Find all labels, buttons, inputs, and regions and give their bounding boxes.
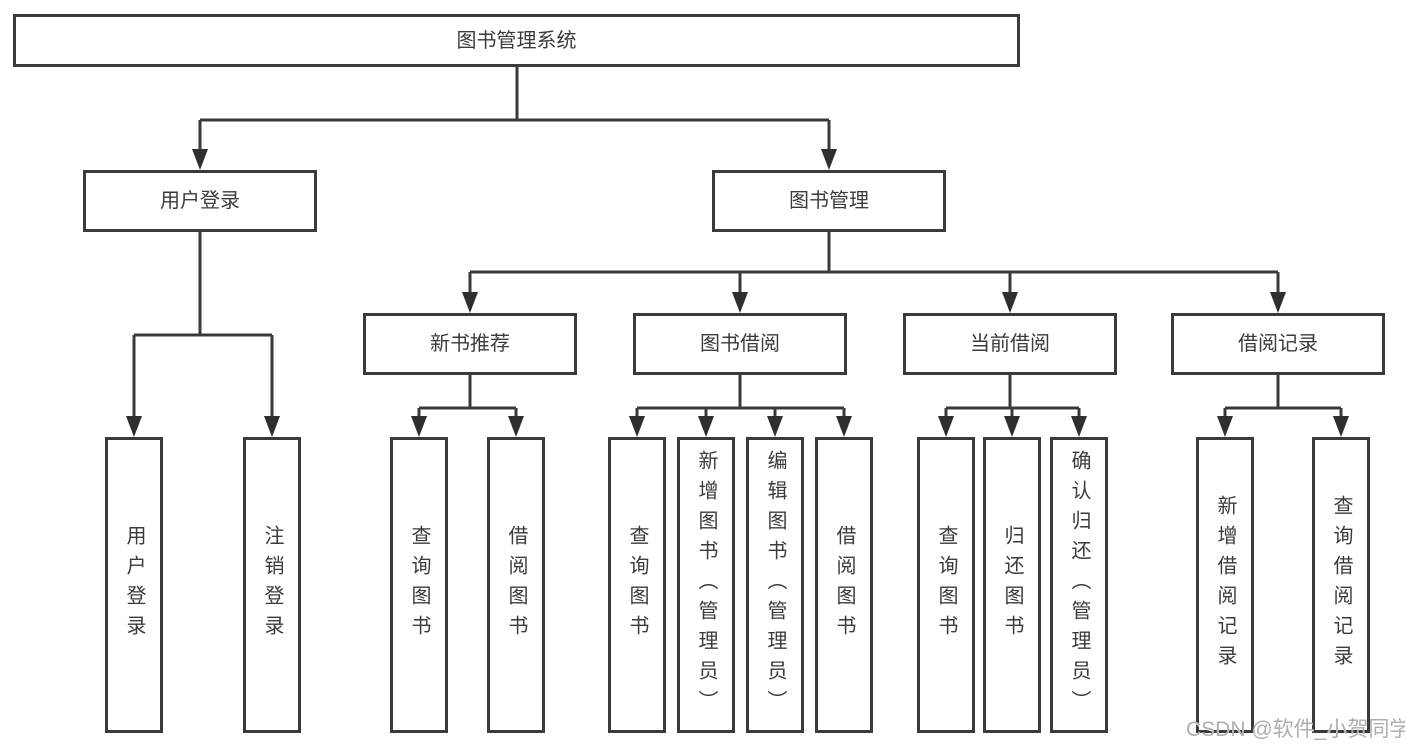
leaf-newbooks-borrow: 借阅图书	[487, 437, 545, 733]
node-label: 借阅图书	[505, 525, 527, 645]
leaf-record-add: 新增借阅记录	[1196, 437, 1254, 733]
leaf-borrow-book: 借阅图书	[815, 437, 873, 733]
node-label: 查询借阅记录	[1330, 495, 1352, 675]
leaf-borrow-query: 查询图书	[608, 437, 666, 733]
node-root-system: 图书管理系统	[13, 14, 1020, 67]
node-label: 借阅记录	[1238, 333, 1318, 355]
leaf-user-login: 用户登录	[105, 437, 163, 733]
leaf-logout: 注销登录	[243, 437, 301, 733]
leaf-current-confirm-admin: 确认归还（管理员）	[1050, 437, 1108, 733]
leaf-borrow-edit-admin: 编辑图书（管理员）	[746, 437, 804, 733]
node-label: 图书管理	[789, 190, 869, 212]
node-label: 查询图书	[408, 525, 430, 645]
node-label: 图书管理系统	[456, 29, 577, 52]
node-label: 用户登录	[160, 190, 240, 212]
node-book-borrow: 图书借阅	[633, 313, 847, 375]
node-label: 当前借阅	[970, 333, 1050, 355]
leaf-newbooks-query: 查询图书	[390, 437, 448, 733]
node-label: 新书推荐	[430, 333, 510, 355]
node-label: 查询图书	[935, 525, 957, 645]
node-label: 图书借阅	[700, 333, 780, 355]
node-label: 确认归还（管理员）	[1068, 450, 1090, 720]
node-label: 归还图书	[1001, 525, 1023, 645]
leaf-current-return: 归还图书	[983, 437, 1041, 733]
node-label: 注销登录	[261, 525, 283, 645]
arrowhead-icons	[126, 149, 1349, 437]
node-user-login: 用户登录	[83, 170, 317, 232]
node-new-book-recommend: 新书推荐	[363, 313, 577, 375]
node-current-borrow: 当前借阅	[903, 313, 1117, 375]
node-label: 新增图书（管理员）	[695, 450, 717, 720]
leaf-borrow-add-admin: 新增图书（管理员）	[677, 437, 735, 733]
node-label: 新增借阅记录	[1214, 495, 1236, 675]
node-label: 编辑图书（管理员）	[764, 450, 786, 720]
leaf-record-query: 查询借阅记录	[1312, 437, 1370, 733]
leaf-current-query: 查询图书	[917, 437, 975, 733]
node-borrow-records: 借阅记录	[1171, 313, 1385, 375]
node-label: 查询图书	[626, 525, 648, 645]
node-label: 借阅图书	[833, 525, 855, 645]
node-label: 用户登录	[123, 525, 145, 645]
node-book-management: 图书管理	[712, 170, 946, 232]
csdn-watermark: CSDN @软件_小贺同学	[1186, 718, 1405, 741]
